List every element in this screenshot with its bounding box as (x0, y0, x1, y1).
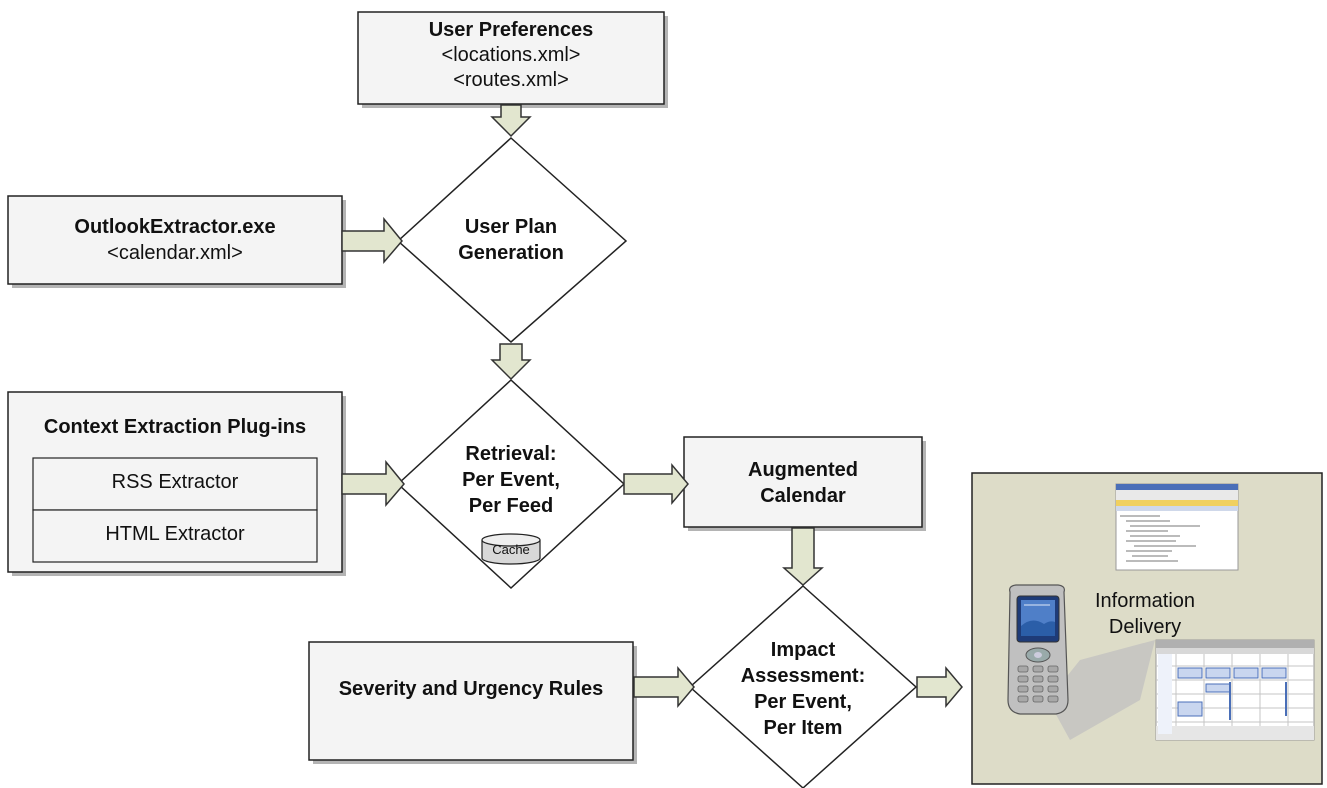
html-extractor-box (32, 509, 318, 563)
information-delivery-panel (971, 472, 1323, 785)
outlook-extractor-title: OutlookExtractor.exe (74, 216, 276, 238)
impact-line-2: Assessment: (740, 665, 866, 687)
information-delivery-line-1: Information (1094, 590, 1196, 612)
phone-icon (1007, 584, 1069, 715)
desktop-screenshot-icon (1115, 483, 1239, 571)
context-extraction-title: Context Extraction Plug-ins (43, 416, 307, 438)
user-preferences-box (357, 11, 665, 105)
retrieval-line-1: Retrieval: (465, 443, 557, 465)
arrow-prefs-to-plan (490, 104, 532, 138)
rss-extractor-label: RSS Extractor (111, 471, 239, 493)
arrow-impact-to-delivery (916, 665, 963, 709)
arrow-calendar-to-impact (782, 527, 824, 587)
arrow-rules-to-impact (633, 665, 695, 709)
arrow-plan-to-retrieval (490, 343, 532, 381)
user-preferences-file-2: <routes.xml> (453, 69, 569, 91)
cache-label: Cache (492, 542, 530, 557)
user-preferences-file-1: <locations.xml> (441, 44, 581, 66)
outlook-extractor-file: <calendar.xml> (107, 242, 243, 264)
user-plan-line-1: User Plan (464, 216, 558, 238)
cache-cylinder (481, 533, 541, 565)
user-plan-diamond (396, 136, 628, 344)
arrows (341, 104, 963, 709)
rss-extractor-box (32, 457, 318, 511)
augmented-calendar-line-2: Calendar (760, 485, 846, 507)
retrieval-line-2: Per Event, (462, 469, 560, 491)
information-delivery-line-2: Delivery (1108, 616, 1182, 638)
impact-line-1: Impact (770, 639, 836, 661)
user-plan-line-2: Generation (458, 242, 564, 264)
arrow-retrieval-to-calendar (623, 462, 689, 506)
augmented-calendar-line-1: Augmented (748, 459, 858, 481)
arrow-outlook-to-plan (341, 216, 403, 265)
impact-line-4: Per Item (763, 717, 843, 739)
outlook-extractor-box (7, 195, 343, 285)
severity-rules-title: Severity and Urgency Rules (338, 678, 604, 700)
augmented-calendar-box (683, 436, 923, 528)
html-extractor-label: HTML Extractor (105, 523, 245, 545)
calendar-screenshot-icon (1155, 639, 1315, 741)
arrow-context-to-retrieval (341, 459, 405, 508)
user-preferences-title: User Preferences (428, 19, 594, 41)
severity-rules-box (308, 641, 634, 761)
phone-shadow (1048, 640, 1155, 740)
retrieval-diamond (396, 378, 626, 590)
impact-line-3: Per Event, (754, 691, 852, 713)
impact-assessment-diamond (688, 584, 918, 788)
retrieval-line-3: Per Feed (468, 495, 554, 517)
